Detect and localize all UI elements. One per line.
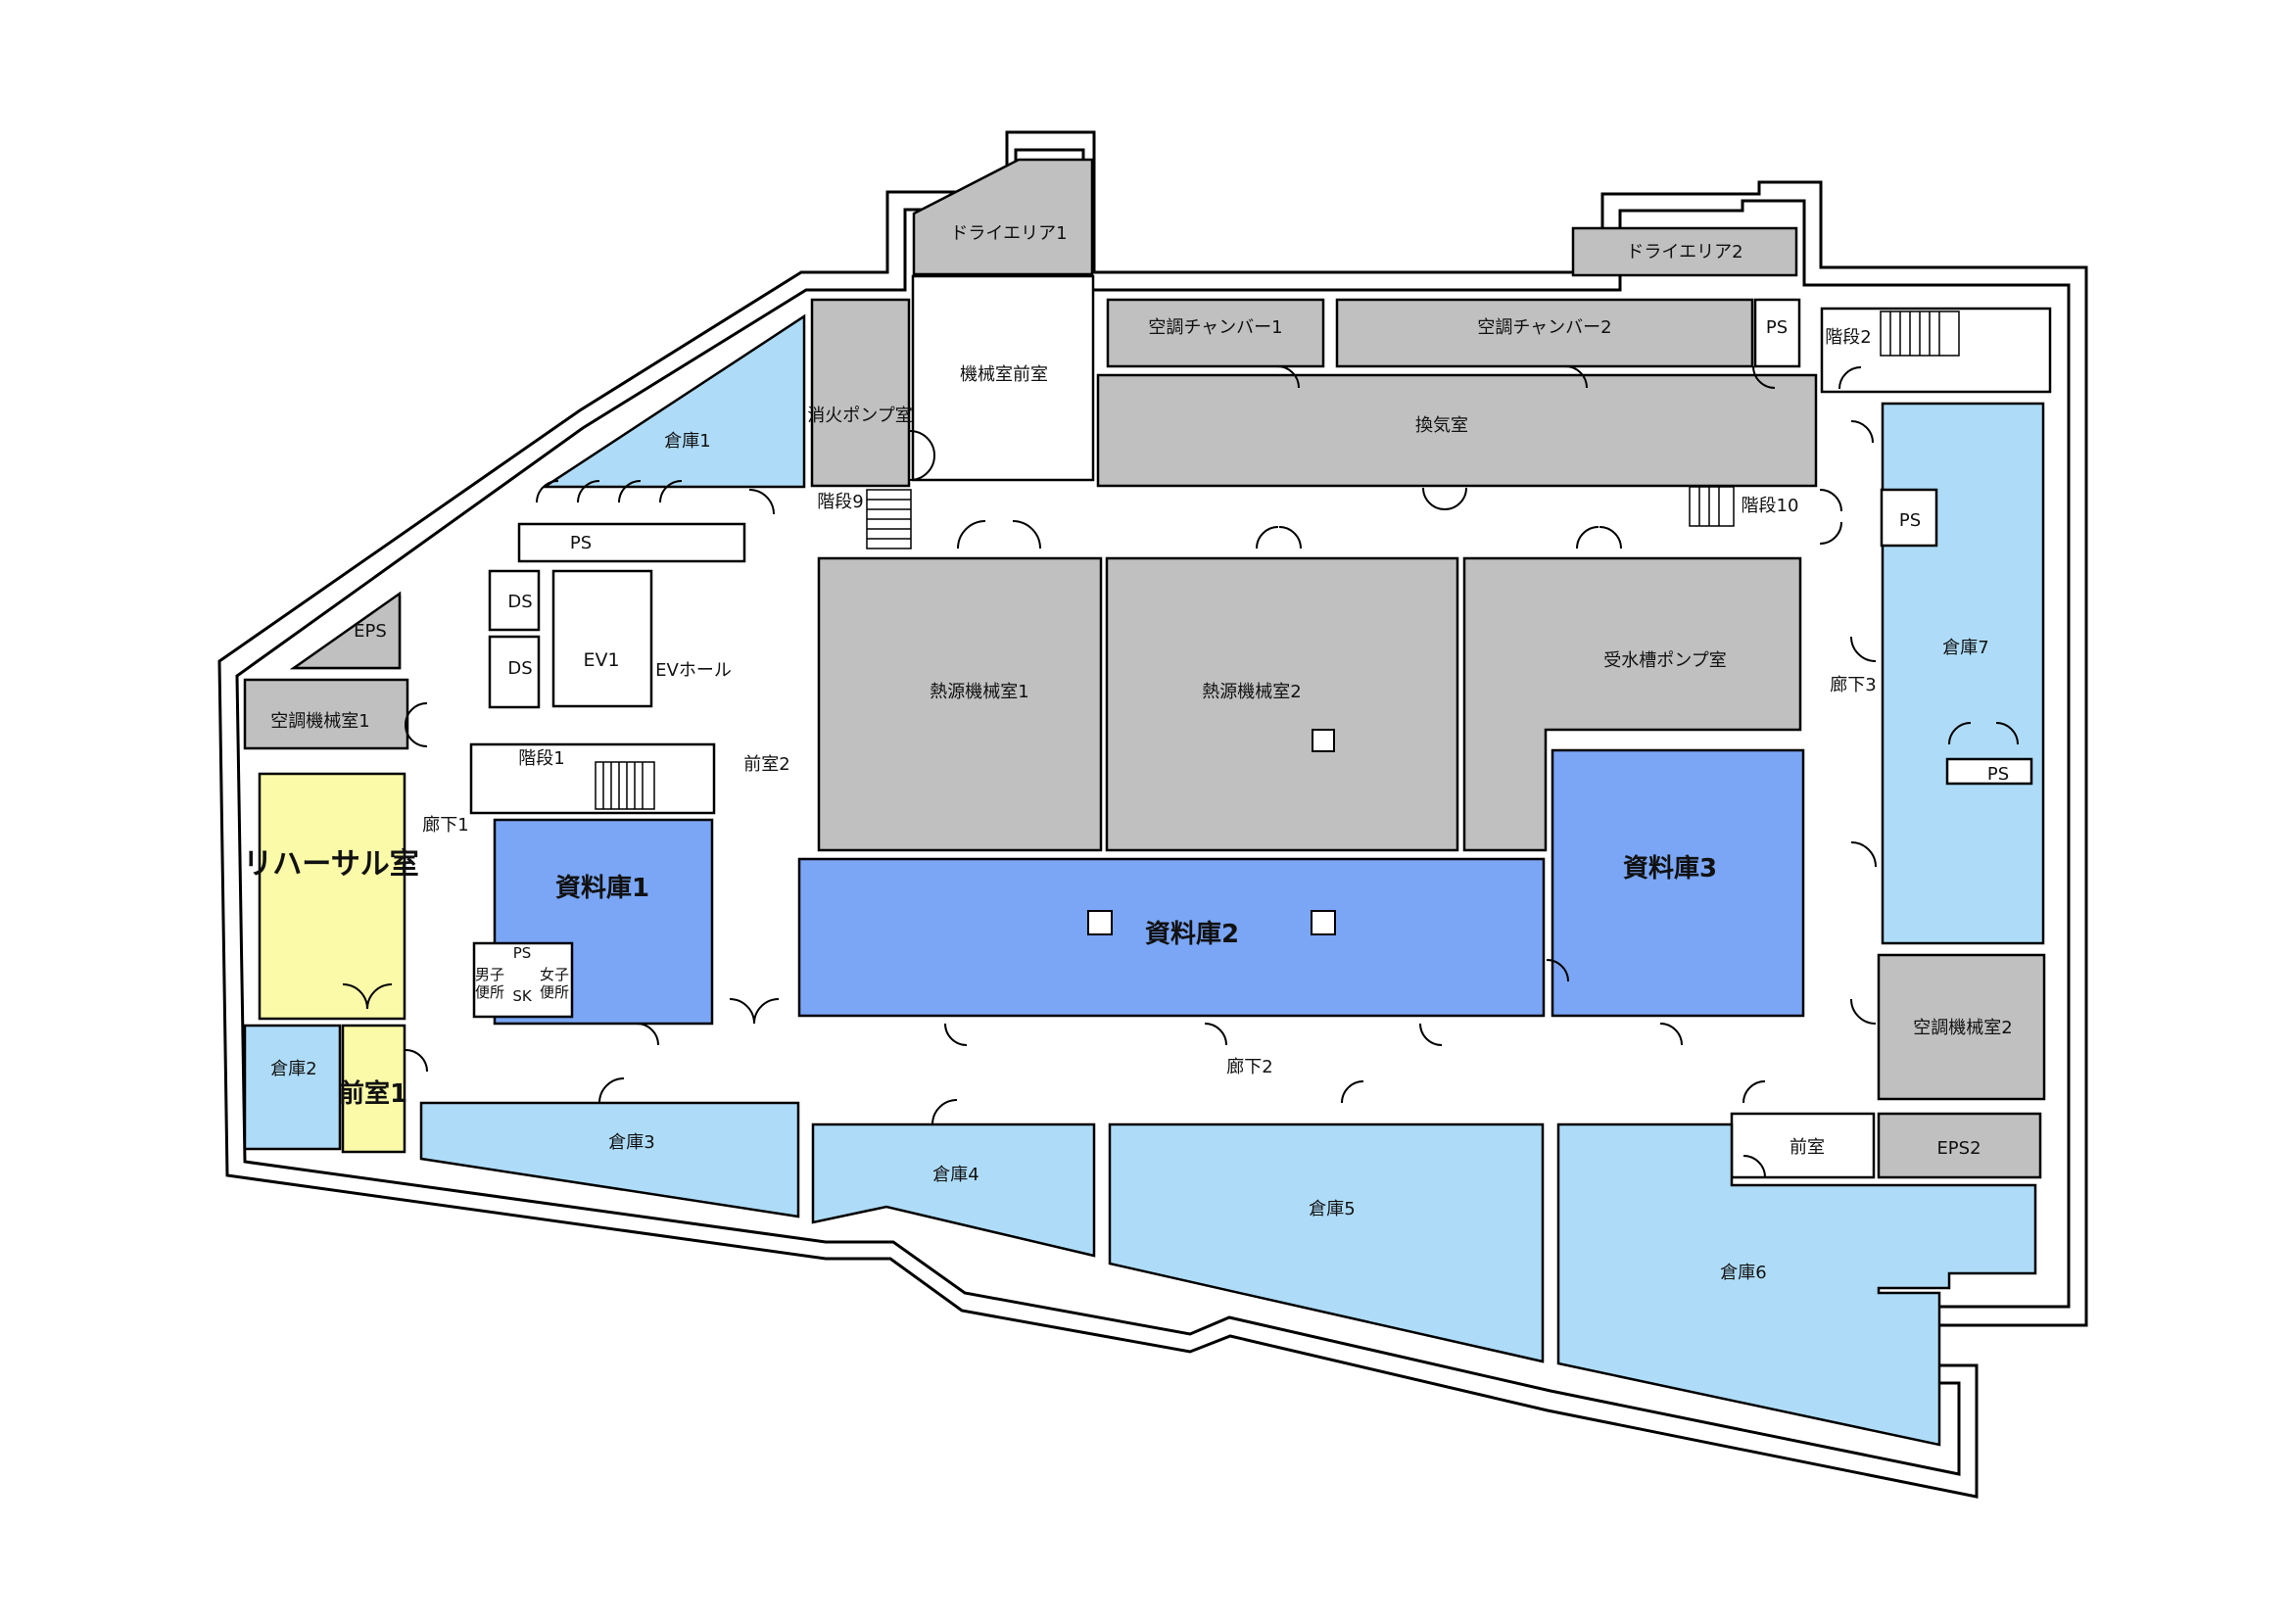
- label-corridor-2: 廊下2: [1226, 1057, 1272, 1077]
- label-toilet-ps: PS: [513, 944, 532, 962]
- ac-machine-room-1: [243, 678, 409, 750]
- label-ps-top: PS: [1766, 317, 1788, 338]
- label-mens-toilet-2: 便所: [475, 983, 504, 1001]
- column-marker: [1312, 729, 1335, 752]
- toilet-block: [472, 941, 574, 1019]
- storage-3: [419, 1101, 800, 1218]
- label-stair-10: 階段10: [1742, 496, 1799, 516]
- column-marker: [1087, 910, 1113, 935]
- label-corridor-1: 廊下1: [422, 815, 468, 836]
- label-storage-6: 倉庫6: [1720, 1263, 1766, 1283]
- ac-chamber-1: [1106, 298, 1325, 368]
- label-heat-source-room-2: 熱源機械室2: [1202, 682, 1301, 702]
- storage-2: [243, 1024, 342, 1151]
- label-antechamber: 前室: [1790, 1137, 1825, 1158]
- antechamber-1: [341, 1024, 406, 1154]
- ps-upper-room: [517, 522, 746, 563]
- label-ac-machine-room-1: 空調機械室1: [270, 711, 369, 732]
- label-storage-7: 倉庫7: [1942, 638, 1988, 658]
- label-womens-toilet-1: 女子: [540, 966, 569, 983]
- label-machine-antechamber: 機械室前室: [960, 364, 1048, 385]
- eps-shape: [290, 591, 402, 670]
- ac-machine-room-2: [1877, 953, 2046, 1101]
- label-sk: SK: [512, 987, 533, 1005]
- rehearsal-room: [258, 772, 406, 1021]
- label-eps2: EPS2: [1936, 1138, 1981, 1159]
- storage-1: [540, 313, 806, 489]
- heat-source-room-2: [1105, 556, 1459, 852]
- heat-source-room-1: [817, 556, 1103, 852]
- ps-top-room: [1753, 298, 1801, 368]
- stair-10-treads: [1689, 486, 1735, 527]
- label-stair-1: 階段1: [518, 748, 564, 769]
- archive-3: [1551, 748, 1805, 1018]
- ps-right-room: [1880, 488, 1938, 548]
- label-storage-4: 倉庫4: [932, 1165, 978, 1185]
- ac-chamber-2: [1335, 298, 1754, 368]
- machine-antechamber: [911, 274, 1095, 482]
- label-ps-upper: PS: [570, 533, 592, 553]
- label-stair-2: 階段2: [1825, 327, 1871, 348]
- storage-7: [1881, 402, 2045, 945]
- label-dry-area-1: ドライエリア1: [950, 223, 1067, 244]
- label-ac-machine-room-2: 空調機械室2: [1913, 1018, 2012, 1038]
- label-storage-5: 倉庫5: [1309, 1199, 1355, 1219]
- label-fire-pump-room: 消火ポンプ室: [807, 406, 912, 426]
- fire-pump-room: [810, 298, 911, 488]
- label-eps: EPS: [354, 621, 387, 642]
- label-archive-1: 資料庫1: [555, 874, 649, 903]
- label-stair-9: 階段9: [817, 492, 863, 512]
- label-storage-2: 倉庫2: [270, 1059, 316, 1079]
- door-swings: [342, 365, 2019, 1178]
- dry-area-2: [1571, 226, 1798, 277]
- label-ps-right: PS: [1899, 510, 1921, 531]
- label-ev-hall: EVホール: [655, 660, 732, 681]
- ps-storage7: [1945, 757, 2033, 786]
- label-ac-chamber-1: 空調チャンバー1: [1148, 317, 1282, 338]
- label-ac-chamber-2: 空調チャンバー2: [1477, 317, 1611, 338]
- label-ds-2: DS: [507, 658, 532, 679]
- label-rehearsal-room: リハーサル室: [243, 847, 418, 882]
- stair-9-treads: [866, 489, 912, 549]
- label-ds-1: DS: [507, 592, 532, 612]
- storage-6: [1556, 1122, 2037, 1447]
- storage-4: [811, 1122, 1096, 1258]
- label-ev1: EV1: [583, 649, 619, 671]
- label-ventilation-room: 換気室: [1415, 415, 1468, 436]
- water-tank-pump-room: [1462, 556, 1802, 852]
- column-marker: [1311, 910, 1336, 935]
- archive-2: [797, 857, 1546, 1018]
- label-womens-toilet-2: 便所: [540, 983, 569, 1001]
- label-archive-3: 資料庫3: [1623, 854, 1717, 884]
- stair-2-treads: [1880, 310, 1960, 357]
- stair-1-room: [469, 742, 716, 815]
- label-antechamber-2: 前室2: [743, 754, 789, 775]
- ev1-shaft: [551, 569, 653, 708]
- ds-2-room: [488, 635, 541, 709]
- label-storage-3: 倉庫3: [608, 1132, 654, 1153]
- label-mens-toilet-1: 男子: [475, 966, 504, 983]
- label-archive-2: 資料庫2: [1145, 920, 1239, 949]
- eps2-room: [1877, 1112, 2042, 1179]
- storage-5: [1108, 1122, 1545, 1363]
- dry-area-1: [912, 158, 1094, 276]
- stair-2-area: [1820, 307, 2052, 394]
- stair-1-treads: [595, 761, 655, 810]
- label-dry-area-2: ドライエリア2: [1626, 242, 1742, 263]
- ventilation-room: [1096, 373, 1818, 488]
- label-antechamber-1: 前室1: [339, 1078, 407, 1109]
- label-storage-1: 倉庫1: [664, 431, 710, 452]
- ds-1-room: [488, 569, 541, 632]
- label-corridor-3: 廊下3: [1830, 675, 1876, 695]
- label-heat-source-room-1: 熱源機械室1: [930, 682, 1028, 702]
- label-ps-storage7: PS: [1987, 764, 2009, 785]
- label-water-tank-pump-room: 受水槽ポンプ室: [1603, 650, 1726, 671]
